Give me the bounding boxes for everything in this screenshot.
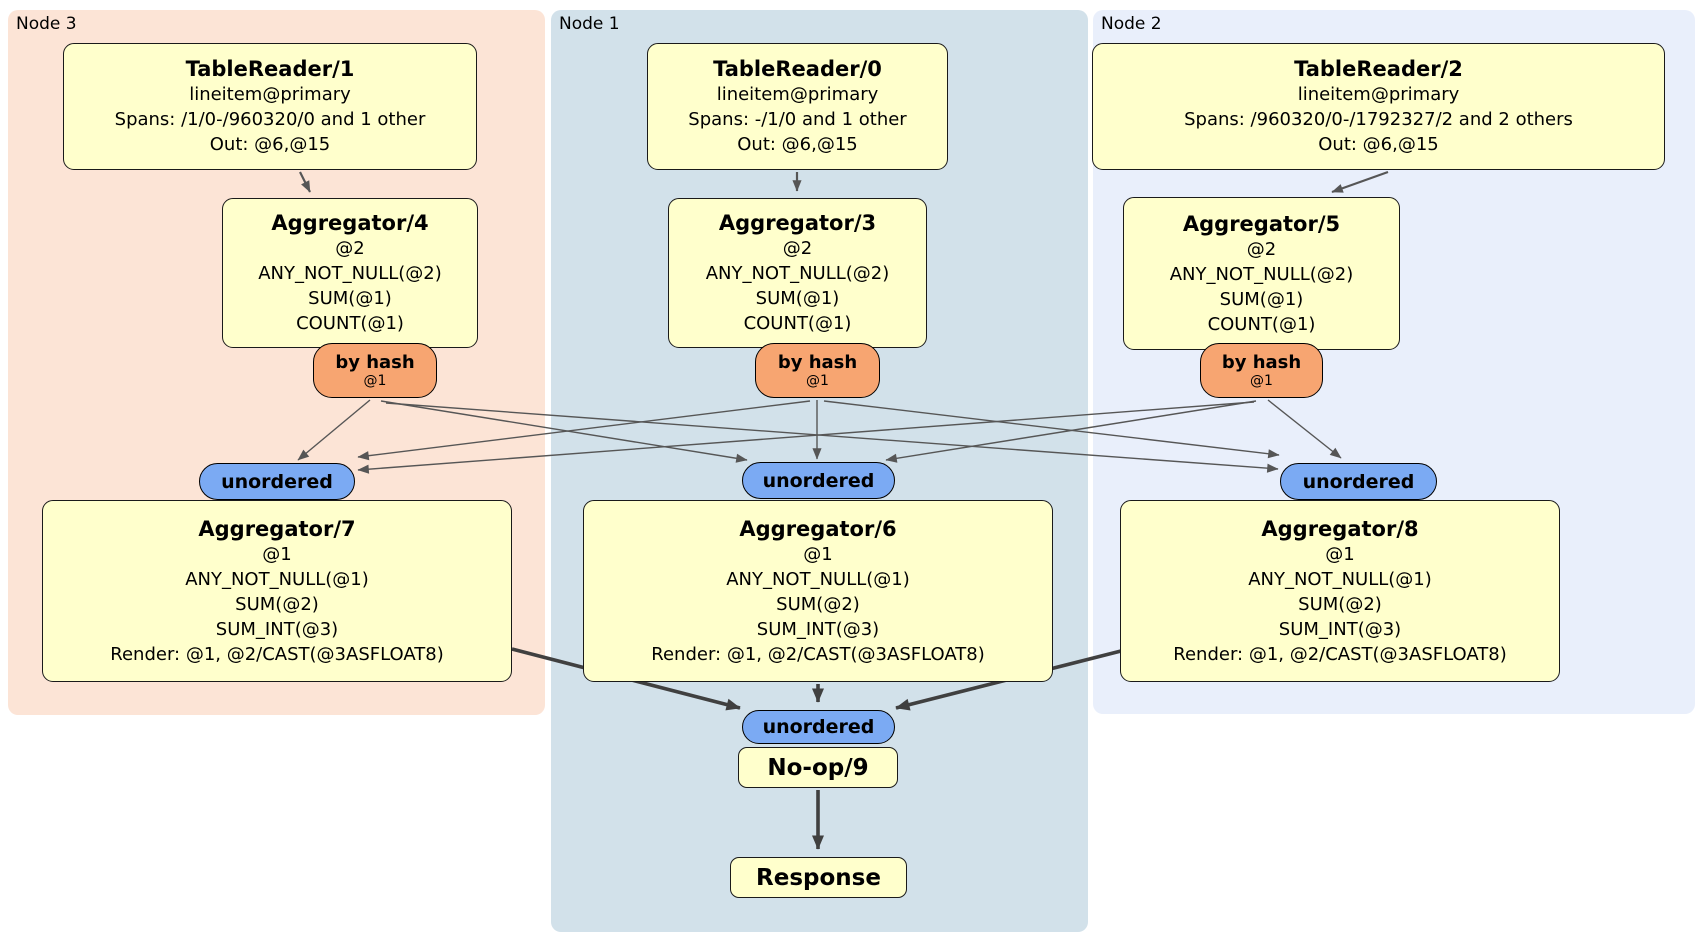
aggregator-3-fn2: SUM(@1) (755, 288, 840, 309)
noop-box: No-op/9 (738, 747, 898, 788)
unordered-stream-node1: unordered (742, 462, 895, 499)
tablereader-1-out: Out: @6,@15 (209, 134, 331, 155)
tablereader-2-title: TableReader/2 (1294, 57, 1463, 81)
tablereader-2-index: lineitem@primary (1297, 84, 1460, 105)
aggregator-6-render: Render: @1, @2/CAST(@3ASFLOAT8) (651, 643, 985, 665)
aggregator-8-title: Aggregator/8 (1261, 516, 1419, 541)
tablereader-2-spans: Spans: /960320/0-/1792327/2 and 2 others (1184, 109, 1573, 130)
node2-label: Node 2 (1101, 14, 1162, 34)
aggregator-3-fn1: ANY_NOT_NULL(@2) (705, 263, 890, 284)
aggregator-5-group: @2 (1246, 238, 1277, 260)
unordered-stream-node3: unordered (199, 463, 355, 500)
aggregator-8-render: Render: @1, @2/CAST(@3ASFLOAT8) (1173, 643, 1507, 665)
tablereader-0-index: lineitem@primary (716, 84, 879, 105)
aggregator-7-title: Aggregator/7 (198, 516, 356, 541)
aggregator-8-box: Aggregator/8 @1 ANY_NOT_NULL(@1) SUM(@2)… (1120, 500, 1560, 682)
hash-router-node2-label: by hash (1221, 351, 1302, 373)
unordered-stream-node1-label: unordered (762, 469, 875, 492)
aggregator-4-fn3: COUNT(@1) (296, 313, 404, 334)
tablereader-0-box: TableReader/0 lineitem@primary Spans: -/… (647, 43, 948, 170)
node3-label: Node 3 (16, 14, 77, 34)
aggregator-7-render: Render: @1, @2/CAST(@3ASFLOAT8) (110, 643, 444, 665)
edge-router-to-stream (297, 399, 1342, 474)
aggregator-5-fn2: SUM(@1) (1219, 288, 1304, 310)
node1-label: Node 1 (559, 14, 620, 34)
tablereader-1-spans: Spans: /1/0-/960320/0 and 1 other (114, 109, 426, 130)
hash-router-node1-key: @1 (806, 372, 829, 389)
aggregator-7-group: @1 (262, 543, 292, 565)
aggregator-6-box: Aggregator/6 @1 ANY_NOT_NULL(@1) SUM(@2)… (583, 500, 1053, 682)
aggregator-7-fn3: SUM_INT(@3) (215, 618, 339, 640)
aggregator-6-fn1: ANY_NOT_NULL(@1) (726, 568, 910, 590)
hash-router-node1: by hash @1 (755, 343, 880, 398)
aggregator-8-fn3: SUM_INT(@3) (1278, 618, 1402, 640)
aggregator-6-fn3: SUM_INT(@3) (756, 618, 880, 640)
aggregator-5-fn1: ANY_NOT_NULL(@2) (1169, 263, 1354, 285)
unordered-stream-final-label: unordered (762, 716, 875, 738)
tablereader-0-title: TableReader/0 (713, 57, 882, 81)
tablereader-1-title: TableReader/1 (185, 57, 355, 81)
hash-router-node3-label: by hash (335, 351, 415, 373)
tablereader-0-spans: Spans: -/1/0 and 1 other (688, 109, 907, 130)
tablereader-1-index: lineitem@primary (189, 84, 351, 105)
aggregator-3-fn3: COUNT(@1) (743, 313, 852, 334)
aggregator-8-fn1: ANY_NOT_NULL(@1) (1248, 568, 1432, 590)
aggregator-5-box: Aggregator/5 @2 ANY_NOT_NULL(@2) SUM(@1)… (1123, 197, 1400, 350)
unordered-stream-node2-label: unordered (1302, 470, 1415, 493)
aggregator-5-title: Aggregator/5 (1182, 211, 1341, 236)
aggregator-8-fn2: SUM(@2) (1298, 593, 1382, 615)
aggregator-7-box: Aggregator/7 @1 ANY_NOT_NULL(@1) SUM(@2)… (42, 500, 512, 682)
unordered-stream-node2: unordered (1280, 463, 1437, 500)
tablereader-0-out: Out: @6,@15 (737, 134, 858, 155)
aggregator-7-fn1: ANY_NOT_NULL(@1) (185, 568, 369, 590)
tablereader-2-out: Out: @6,@15 (1318, 134, 1439, 155)
aggregator-6-title: Aggregator/6 (739, 516, 897, 541)
edge-tablereader-to-aggregator (299, 170, 1389, 194)
hash-router-node3: by hash @1 (313, 343, 437, 398)
response-box: Response (730, 857, 907, 898)
aggregator-4-fn1: ANY_NOT_NULL(@2) (258, 263, 442, 284)
aggregator-4-group: @2 (335, 238, 365, 259)
aggregator-4-box: Aggregator/4 @2 ANY_NOT_NULL(@2) SUM(@1)… (222, 198, 478, 348)
tablereader-2-box: TableReader/2 lineitem@primary Spans: /9… (1092, 43, 1665, 170)
noop-title: No-op/9 (767, 754, 869, 781)
aggregator-4-fn2: SUM(@1) (308, 288, 392, 309)
hash-router-node2: by hash @1 (1200, 343, 1323, 398)
aggregator-6-group: @1 (803, 543, 833, 565)
unordered-stream-final: unordered (742, 710, 895, 744)
tablereader-1-box: TableReader/1 lineitem@primary Spans: /1… (63, 43, 477, 170)
aggregator-4-title: Aggregator/4 (271, 211, 429, 235)
hash-router-node2-key: @1 (1250, 372, 1273, 389)
aggregator-3-box: Aggregator/3 @2 ANY_NOT_NULL(@2) SUM(@1)… (668, 198, 927, 348)
aggregator-5-fn3: COUNT(@1) (1207, 313, 1316, 335)
aggregator-7-fn2: SUM(@2) (235, 593, 319, 615)
response-title: Response (756, 864, 881, 891)
unordered-stream-node3-label: unordered (221, 470, 333, 493)
aggregator-3-group: @2 (782, 238, 813, 259)
aggregator-6-fn2: SUM(@2) (776, 593, 860, 615)
hash-router-node1-label: by hash (777, 351, 858, 373)
aggregator-8-group: @1 (1325, 543, 1355, 565)
hash-router-node3-key: @1 (363, 372, 387, 389)
aggregator-3-title: Aggregator/3 (718, 211, 877, 235)
